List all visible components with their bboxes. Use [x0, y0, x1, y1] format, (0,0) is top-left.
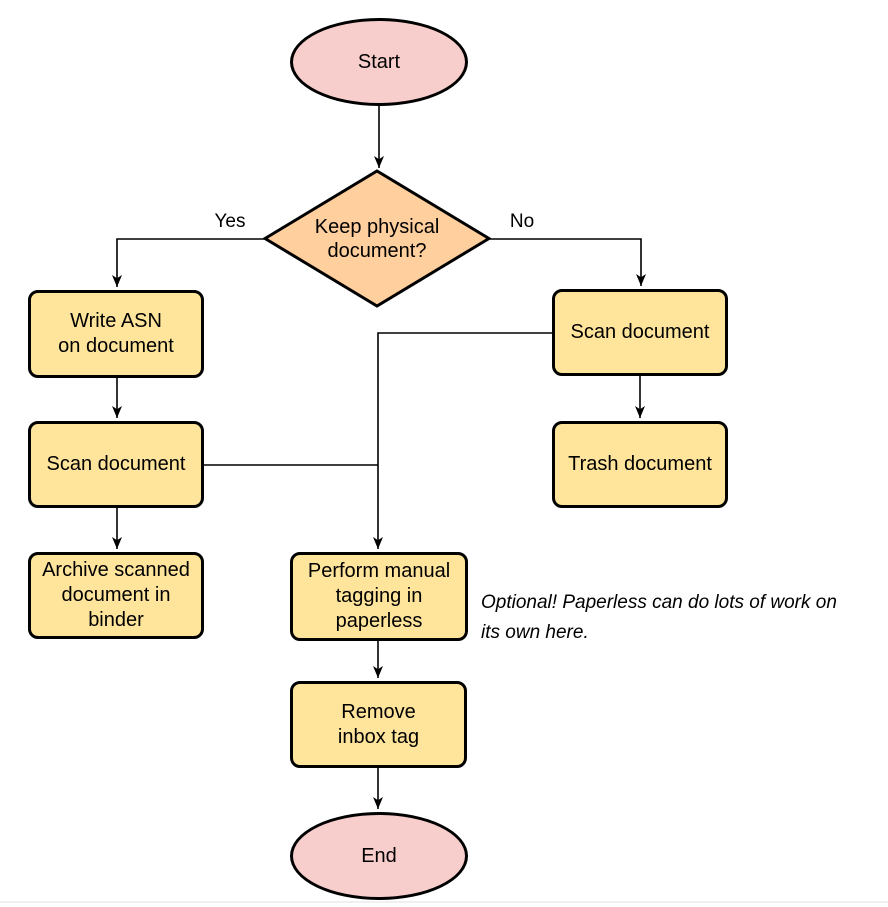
node-remove-inbox-tag: Remove inbox tag: [290, 681, 467, 768]
node-trash-document: Trash document: [552, 421, 728, 508]
node-end-label: End: [361, 844, 397, 867]
edge-label-yes: Yes: [214, 211, 246, 232]
edge-scan-right-to-tagging: [373, 332, 552, 549]
node-start: Start: [290, 18, 468, 106]
node-scan-document-left: Scan document: [28, 421, 204, 508]
edge-decision-no-to-scan-right: [489, 238, 646, 286]
edge-label-no: No: [509, 211, 535, 232]
node-decision-label: Keep physical document?: [314, 215, 440, 262]
note-optional-paperless: Optional! Paperless can do lots of work …: [481, 592, 837, 643]
node-end: End: [290, 812, 468, 900]
node-write-asn-on-document: Write ASN on document: [28, 290, 204, 378]
node-archive-scanned-document: Archive scanned document in binder: [28, 552, 204, 639]
bottom-divider: [0, 901, 888, 903]
edge-decision-yes-to-write-asn: [112, 238, 265, 287]
node-scan-document-right: Scan document: [552, 289, 728, 376]
node-start-label: Start: [357, 50, 401, 73]
node-perform-manual-tagging: Perform manual tagging in paperless: [290, 552, 468, 641]
node-decision-keep-physical-document: Keep physical document?: [263, 169, 491, 308]
decision-diamond-shape: [263, 169, 491, 308]
